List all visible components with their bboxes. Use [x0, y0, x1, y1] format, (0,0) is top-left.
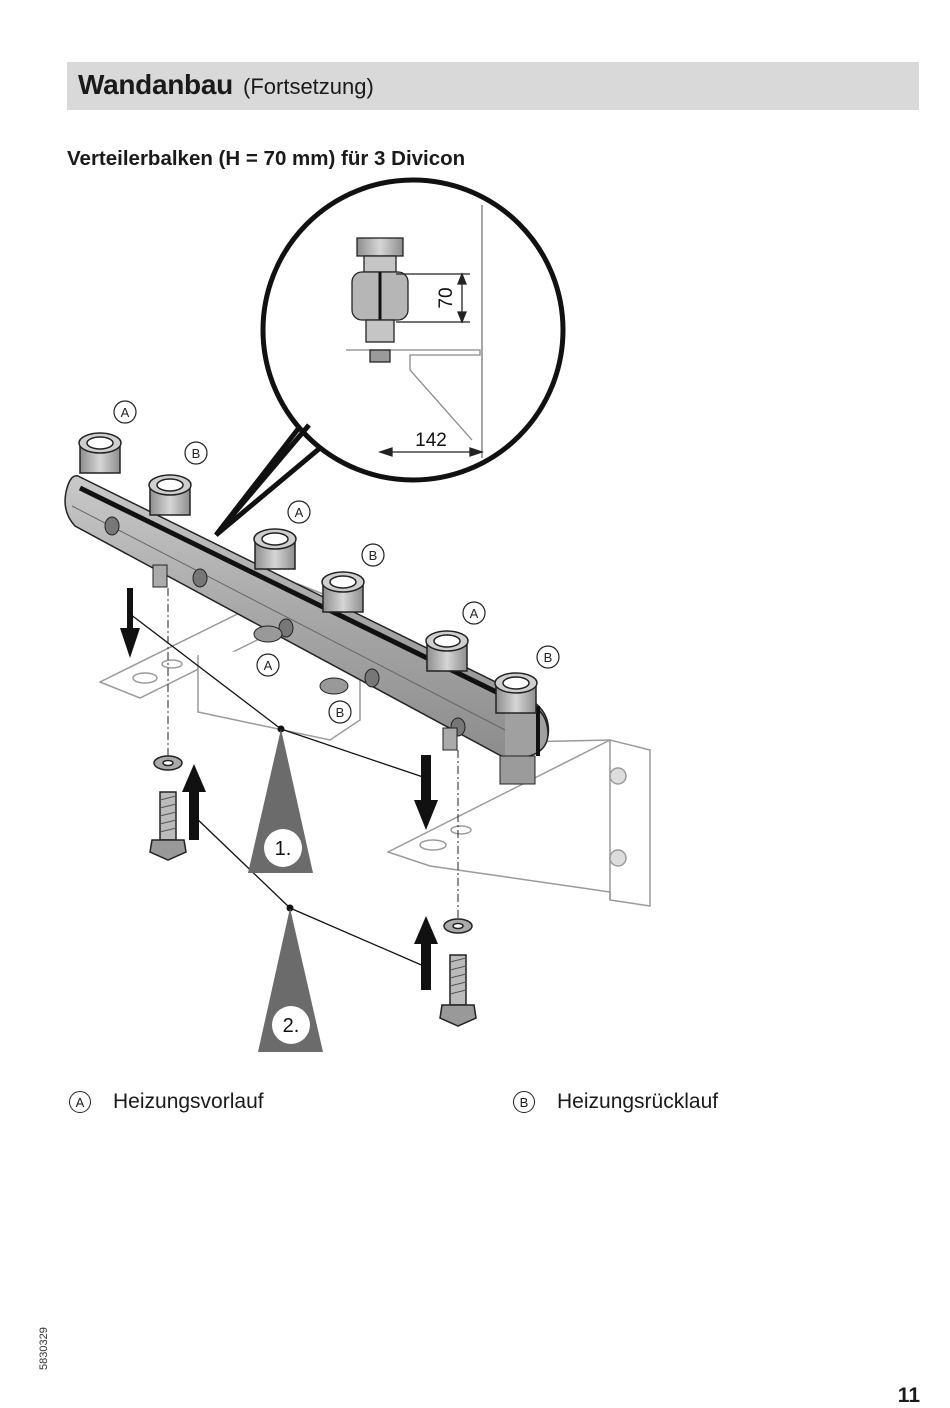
wall-bracket-right: [386, 739, 651, 907]
callout-b-1-label: B: [192, 446, 201, 461]
step-leader-lines: [129, 613, 427, 968]
arrows: [120, 588, 438, 990]
callout-b-4-label: B: [336, 705, 345, 720]
callout-a-1-label: A: [121, 405, 130, 420]
bolt-right: [439, 918, 477, 1027]
callout-a-4-label: A: [264, 658, 273, 673]
detail-magnifier: 70 142: [214, 177, 566, 537]
legend-marker-b: B: [513, 1091, 535, 1113]
legend-marker-a: A: [69, 1091, 91, 1113]
callout-a-4: [256, 653, 280, 677]
legend-label-a: Heizungsvorlauf: [113, 1090, 264, 1113]
header-bar: Wandanbau (Fortsetzung): [67, 62, 919, 110]
step-1-label: 1.: [275, 838, 292, 860]
bolt-left: [149, 755, 187, 861]
callout-a-2: [287, 500, 311, 524]
figure-callouts: [113, 400, 560, 724]
legend-label-b: Heizungsrücklauf: [557, 1090, 719, 1113]
section-heading: Verteilerbalken (H = 70 mm) für 3 Divico…: [67, 147, 466, 170]
step-2-circle: [272, 1006, 310, 1044]
pipe-connections: [78, 432, 538, 714]
dimension-142: 142: [415, 430, 447, 451]
callout-a-3: [462, 601, 486, 625]
callout-a-2-label: A: [295, 505, 304, 520]
callout-b-2-label: B: [369, 548, 378, 563]
callout-a-1: [113, 400, 137, 424]
step-1-circle: [264, 829, 302, 867]
document-id: 5830329: [38, 1327, 50, 1370]
page-number: 11: [897, 1384, 920, 1407]
callout-b-2: [361, 543, 385, 567]
dimension-70: 70: [436, 287, 457, 308]
callout-b-3: [536, 645, 560, 669]
callout-a-3-label: A: [470, 606, 479, 621]
step-2-label: 2.: [283, 1015, 300, 1037]
page-subtitle: (Fortsetzung): [243, 74, 374, 99]
callout-b-4: [328, 700, 352, 724]
page-title: Wandanbau: [78, 69, 233, 100]
technical-illustration: A B A B A B A B: [0, 170, 950, 1070]
callout-b-1: [184, 441, 208, 465]
callout-b-3-label: B: [544, 650, 553, 665]
